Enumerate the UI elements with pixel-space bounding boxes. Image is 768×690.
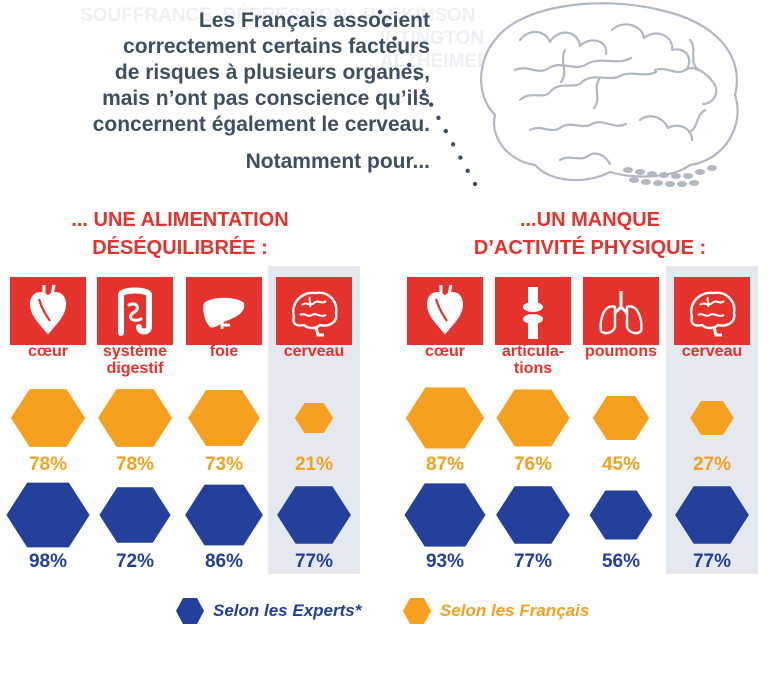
watermark-line: INTINGTON [380, 28, 485, 49]
intro-paragraph: Les Français associent correctement cert… [10, 8, 430, 138]
category-label: cerveau [284, 343, 345, 360]
value-label: 77% [693, 551, 731, 572]
value-label: 98% [29, 551, 67, 572]
joint-icon [523, 287, 543, 339]
hexagon-experts [185, 484, 263, 546]
hexagon-experts [589, 490, 653, 540]
legend-francais: Selon les Français [402, 597, 589, 625]
connector-dot [450, 142, 456, 147]
hexagon-blue-icon [176, 598, 204, 624]
hexagon-experts [675, 486, 749, 544]
category-label: articula- [502, 343, 564, 360]
value-label: 72% [116, 551, 154, 572]
panel-title-line: DÉSÉQUILIBRÉE : [92, 237, 268, 259]
hexagon-experts [496, 486, 570, 544]
watermark-line: ALZHEIMER [380, 51, 491, 72]
connector-dot [377, 9, 383, 15]
panel-title-line: ... UNE ALIMENTATION [71, 209, 289, 231]
legend: Selon les Experts* Selon les Français [0, 597, 768, 627]
value-label: 93% [426, 551, 464, 572]
connector-dot [436, 115, 441, 121]
hexagon-experts [277, 486, 351, 544]
brain-icon [292, 291, 338, 337]
hexagon-francais [690, 401, 734, 435]
heart-icon [426, 284, 464, 335]
panel-title-line: D’ACTIVITÉ PHYSIQUE : [473, 237, 707, 259]
brain-icon [690, 291, 736, 337]
hexagon-experts [99, 487, 171, 543]
hexagon-francais [97, 389, 173, 447]
value-label: 21% [295, 454, 333, 475]
hexagon-francais [405, 387, 485, 449]
value-label: 78% [116, 454, 154, 475]
organ-tile [583, 277, 659, 345]
intro-subtitle: Notamment pour... [245, 150, 430, 173]
connector-dot [472, 181, 478, 187]
legend-experts: Selon les Experts* [175, 597, 361, 625]
connector-dot [385, 23, 390, 28]
heart-icon [29, 284, 67, 335]
value-label: 86% [205, 551, 243, 572]
connector-dot [428, 102, 434, 107]
hexagon-francais [592, 396, 650, 440]
legend-experts-label: Selon les Experts* [213, 601, 362, 620]
category-label: digestif [107, 360, 165, 377]
chart-panel-1: cœur 87% 93% articula-tions 76% 77% poumons 45%… [404, 266, 758, 574]
value-label: 78% [29, 454, 67, 475]
category-label: système [103, 343, 167, 360]
hexagon-francais [496, 389, 570, 447]
panel-title-alimentation: ... UNE ALIMENTATION DÉSÉQUILIBRÉE : [20, 206, 340, 262]
value-label: 56% [602, 551, 640, 572]
category-label: cerveau [682, 343, 743, 360]
value-label: 45% [602, 454, 640, 475]
category-label: foie [210, 343, 239, 360]
connector-dot [414, 75, 419, 81]
connector-dot [407, 62, 412, 68]
value-label: 77% [514, 551, 552, 572]
value-label: 77% [295, 551, 333, 572]
intro-line: de risques à plusieurs organes, [114, 61, 430, 84]
intro-line: mais n’ont pas conscience qu’ils [102, 87, 430, 110]
background-watermark-text: SOUFFRANCE, DÉPRESSION , PARKINSON INTIN… [80, 4, 768, 74]
intestine-icon [118, 287, 152, 336]
category-label: tions [514, 360, 552, 377]
panel-title-activite: ...UN MANQUE D’ACTIVITÉ PHYSIQUE : [430, 206, 750, 262]
category-label: cœur [28, 343, 68, 360]
connector-dot [392, 36, 397, 41]
panel-title-line: ...UN MANQUE [520, 209, 660, 231]
value-label: 87% [426, 454, 464, 475]
organ-tile [674, 277, 750, 345]
value-label: 73% [205, 454, 243, 475]
connector-dot [465, 168, 470, 173]
dotted-connector [377, 9, 478, 187]
legend-francais-label: Selon les Français [440, 601, 590, 620]
hexagon-experts [404, 483, 486, 547]
lungs-icon [599, 291, 643, 335]
hexagon-francais [294, 403, 334, 433]
brain-icon [480, 2, 739, 187]
category-label: poumons [585, 343, 657, 360]
value-label: 27% [693, 454, 731, 475]
connector-dot [443, 128, 448, 134]
watermark-line: SOUFFRANCE, DÉPRESSION , PARKINSON [80, 5, 476, 26]
connector-dot [399, 49, 405, 54]
hexagon-orange-icon [403, 598, 431, 624]
value-label: 76% [514, 454, 552, 475]
hexagon-francais [10, 389, 86, 447]
category-label: cœur [425, 343, 465, 360]
connector-dot [458, 155, 463, 160]
liver-icon [203, 297, 245, 329]
connector-dot [421, 89, 427, 94]
hexagon-francais [188, 390, 260, 446]
intro-line: correctement certains facteurs [123, 35, 430, 58]
intro-line: Les Français associent [198, 9, 430, 32]
organ-tile [276, 277, 352, 345]
intro-line: concernent également le cerveau. [92, 113, 430, 136]
hexagon-experts [6, 482, 90, 548]
